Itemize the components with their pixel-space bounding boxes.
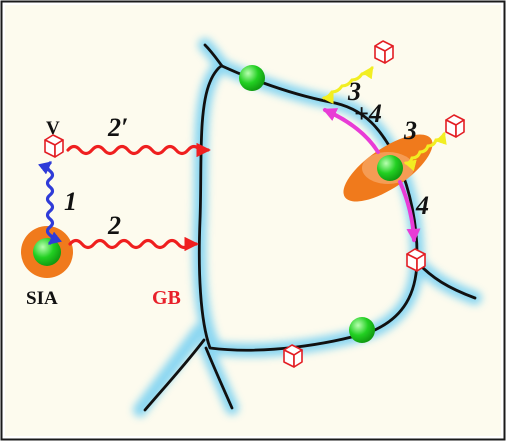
path-1-label: 1: [64, 187, 77, 216]
vacancy-cube-icon-gb: [406, 248, 426, 272]
vacancy-cube-icon-gb-bottom: [283, 344, 303, 368]
path-3-right-label: 3: [403, 116, 417, 145]
gb-sphere-icon-right: [377, 155, 403, 181]
path-4-magenta-arrow-upper: [322, 108, 380, 154]
path-3-yellow-arrow-right: [403, 131, 447, 172]
path-1-arrow: [38, 161, 62, 245]
path-2-prime-arrow: [66, 142, 211, 158]
gb-lower-right-branch: [204, 346, 234, 410]
path-2-arrow: [68, 236, 199, 252]
path-4-magenta-arrow-lower: [398, 180, 421, 243]
gb-sphere-icon-bottom: [349, 317, 375, 343]
path-4-bottom-label: 4: [415, 191, 429, 220]
path-3-plus-4-label: +4: [354, 99, 382, 128]
gb-sphere-icon-top: [239, 65, 265, 91]
path-3-yellow-arrow-top: [321, 66, 374, 104]
sia-sphere-icon: [33, 238, 61, 266]
vacancy-cube-icon-top: [374, 40, 394, 64]
gb-upper-branch: [203, 43, 224, 68]
gb-lower-left-branch: [143, 338, 206, 412]
path-2-label: 2: [107, 211, 121, 240]
path-2-prime-label: 2′: [107, 113, 128, 142]
sia-label: SIA: [26, 288, 58, 309]
vacancy-label: V: [46, 118, 60, 139]
path-3-top-label: 3: [347, 77, 361, 106]
gb-label: GB: [152, 287, 181, 309]
vacancy-cube-icon-right: [445, 114, 465, 138]
